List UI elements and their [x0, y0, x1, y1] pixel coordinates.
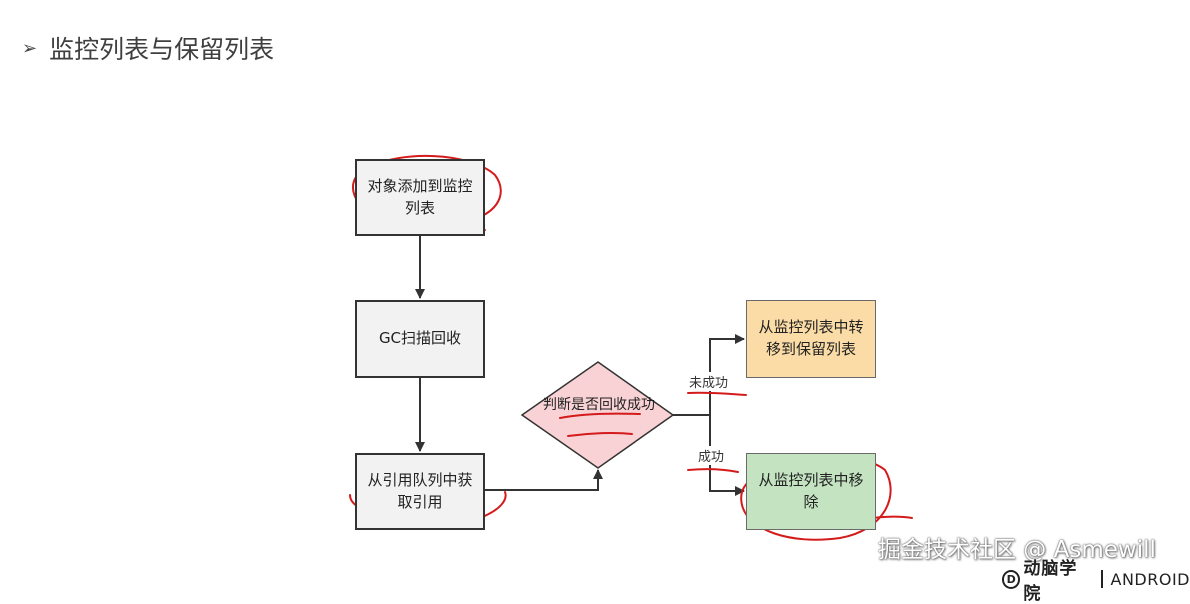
node-remove-label: 从监控列表中移除 — [758, 470, 864, 511]
node-fetch-label: 从引用队列中获取引用 — [367, 470, 473, 511]
edge-label-fail: 未成功 — [688, 372, 730, 391]
bullet-arrow-icon: ➢ — [22, 37, 38, 59]
decision-label: 判断是否回收成功 — [543, 397, 655, 413]
node-retain-label: 从监控列表中转移到保留列表 — [758, 318, 864, 358]
brand-divider — [1100, 570, 1103, 588]
node-fetch-from-queue: 从引用队列中获取引用 — [355, 453, 485, 530]
edge-decision-to-remove — [709, 415, 745, 496]
edge-fetch-to-decision — [485, 469, 603, 491]
brand-sub: ANDROID — [1110, 569, 1190, 589]
node-remove-from-list: 从监控列表中移除 — [746, 453, 876, 530]
node-add-to-monitor-list: 对象添加到监控列表 — [355, 159, 485, 236]
watermark-text: 掘金技术社区 @ Asmewill — [878, 537, 1156, 563]
brand-logo: D 动脑学院 ANDROID — [1002, 554, 1190, 604]
node-gc-label: GC扫描回收 — [378, 329, 462, 348]
slide-title: ➢ 监控列表与保留列表 — [22, 30, 274, 66]
node-add-label: 对象添加到监控列表 — [367, 176, 473, 217]
edge-label-success: 成功 — [697, 446, 726, 465]
slide-title-text: 监控列表与保留列表 — [49, 35, 275, 64]
node-gc-scan: GC扫描回收 — [355, 300, 485, 378]
flowchart-connectors — [349, 154, 913, 541]
node-move-to-retain-list: 从监控列表中转移到保留列表 — [746, 300, 876, 378]
brand-name: 动脑学院 — [1023, 559, 1078, 604]
brand-mark-icon: D — [1002, 569, 1021, 589]
decision-diamond — [520, 361, 675, 469]
